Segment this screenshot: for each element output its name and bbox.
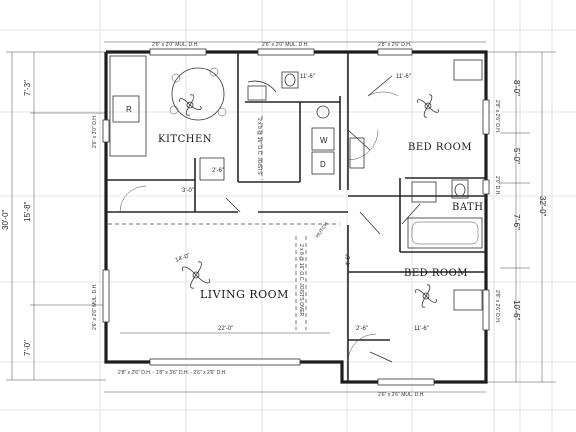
joists-kitchen-note: 2 x 8 @ 16" O.C. JOISTS: [256, 118, 262, 175]
washer-label: W: [320, 136, 328, 145]
dimension-lines: [6, 41, 556, 393]
joists-living-note: 2 x 8 @ 16" O.C. JOISTS OVER: [298, 244, 304, 317]
window-note-top-right: 2'8" x 2'6" D.H.: [378, 42, 411, 48]
dim-right-top: 8'-0": [512, 80, 521, 96]
kitchen-label: KITCHEN: [158, 134, 212, 145]
exterior-walls: [104, 50, 488, 384]
interior-walls: [106, 52, 486, 382]
range-label: R: [126, 105, 132, 114]
dim-hall-width: 4'-6": [346, 254, 352, 266]
window-note-bottom-left: 2'8" x 2'6" D.H. - 1'8" x 3'6" D.H. - 2'…: [118, 370, 227, 376]
dim-bed-bottom-width: 11'-6": [414, 326, 429, 332]
bedroom-bottom-label: BED ROOM: [404, 268, 468, 279]
window-note-top-center: 2'6" x 2'0" MUL. D.H.: [262, 42, 309, 48]
appliance-labels: R W D: [126, 105, 328, 169]
dim-right-mid1: 5'-0": [512, 148, 521, 164]
dim-bed-top-width: 11'-6": [396, 74, 411, 80]
kitchen-fan-icon: [179, 94, 202, 116]
dim-right-mid2: 7'-6": [512, 214, 521, 230]
dryer-label: D: [320, 160, 326, 169]
dim-right-overall: 32'-0": [538, 196, 547, 217]
dim-closet2: 2'-6": [212, 168, 224, 174]
dim-kitchen-width: 11'-6": [300, 74, 315, 80]
living-room-label: LIVING ROOM: [200, 288, 289, 301]
window-note-right-bed-bottom: 2'8" x 2'6" D.H.: [494, 290, 500, 323]
dim-living-ceiling: 14'-0": [175, 253, 191, 264]
dimension-text: 30'-0" 7'-3" 15'-8" 7'-0" 8'-0" 5'-0" 7'…: [1, 74, 547, 356]
window-note-bottom-right: 2'6" x 2'6" MUL. D.H.: [378, 392, 425, 398]
door-swings: [119, 75, 421, 363]
window-note-left-living: 2'6" x 2'6" MUL. D.H.: [92, 283, 98, 330]
dim-closet: 2'-6": [356, 326, 368, 332]
joist-lines: [108, 116, 340, 330]
window-notes: 2'6" x 2'0" MUL. D.H. 2'6" x 2'0" MUL. D…: [92, 42, 500, 398]
bedroom-top-fan-icon: [417, 94, 439, 118]
bath-label: BATH: [452, 202, 483, 213]
dim-right-bottom: 10'-6": [512, 300, 521, 321]
window-marks: [102, 48, 490, 386]
utility-fixtures: [247, 59, 483, 311]
dim-left-top: 7'-3": [23, 80, 32, 96]
dim-left-bottom: 7'-0": [23, 340, 32, 356]
kitchen-fixtures: [109, 55, 277, 181]
fan-symbols: [179, 94, 439, 308]
window-note-left-kitchen: 2'6" x 3'0" D.H.: [92, 115, 98, 148]
dim-left-mid: 15'-8": [23, 201, 32, 222]
hutch-label: HUTCH: [315, 221, 330, 239]
dim-living-width: 22'-0": [218, 326, 233, 332]
window-note-right-bath: 2'0" D.H.: [494, 176, 500, 196]
bedroom-bottom-fan-icon: [415, 284, 437, 308]
window-note-right-bed-top: 2'8" x 2'6" D.H.: [494, 100, 500, 133]
bedroom-top-label: BED ROOM: [408, 142, 472, 153]
dim-overall-depth: 30'-0": [1, 209, 10, 230]
living-fan-icon: [181, 261, 211, 289]
window-note-top-left: 2'6" x 2'0" MUL. D.H.: [152, 42, 199, 48]
dim-step: 3'-0": [182, 188, 194, 194]
